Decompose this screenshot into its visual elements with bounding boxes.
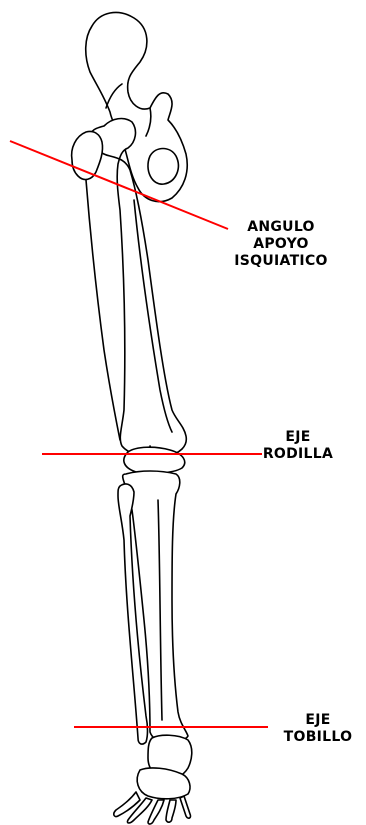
ankle-axis-label-line-2: TOBILLO [278, 729, 358, 746]
hip-bone [86, 12, 188, 201]
ankle-axis-label: EJE TOBILLO [278, 712, 358, 746]
knee-axis-label: EJE RODILLA [248, 429, 348, 463]
ischial-angle-label-line-3: ISQUIATICO [226, 253, 336, 270]
foot [114, 735, 192, 824]
knee-axis-label-line-2: RODILLA [248, 446, 348, 463]
ischial-angle-label-line-1: ANGULO [226, 219, 336, 236]
ischial-angle-label: ANGULO APOYO ISQUIATICO [226, 219, 336, 270]
ischial-angle-label-line-2: APOYO [226, 236, 336, 253]
knee-axis-label-line-1: EJE [248, 429, 348, 446]
ankle-axis-label-line-1: EJE [278, 712, 358, 729]
